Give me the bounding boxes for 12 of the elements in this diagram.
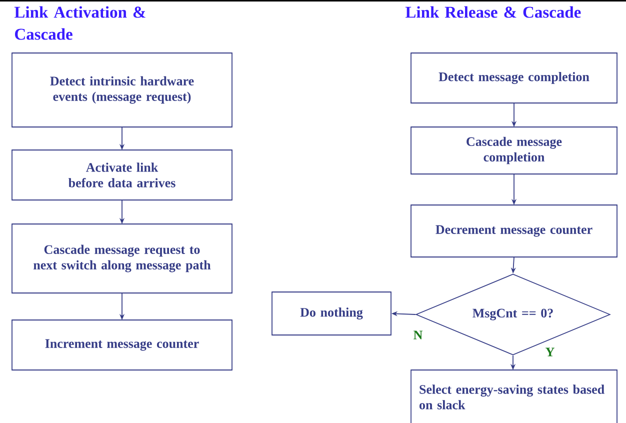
edge-label: Y — [544, 346, 556, 358]
process-box: Cascade message request to next switch along message path — [12, 224, 232, 294]
process-box: Cascade message completion — [410, 126, 618, 174]
process-box: Detect message completion — [410, 52, 618, 104]
edge-label: N — [412, 330, 424, 340]
process-box: Select energy-saving states based on slack — [410, 370, 618, 423]
process-box: Increment message counter — [12, 320, 232, 370]
process-box: Activate link before data arrives — [12, 150, 232, 200]
column-heading: Link Release & Cascade — [406, 6, 581, 18]
process-box: Decrement message counter — [410, 204, 618, 258]
process-box: Do nothing — [272, 292, 392, 336]
process-box: Detect intrinsic hardware events (message request) — [12, 52, 232, 128]
